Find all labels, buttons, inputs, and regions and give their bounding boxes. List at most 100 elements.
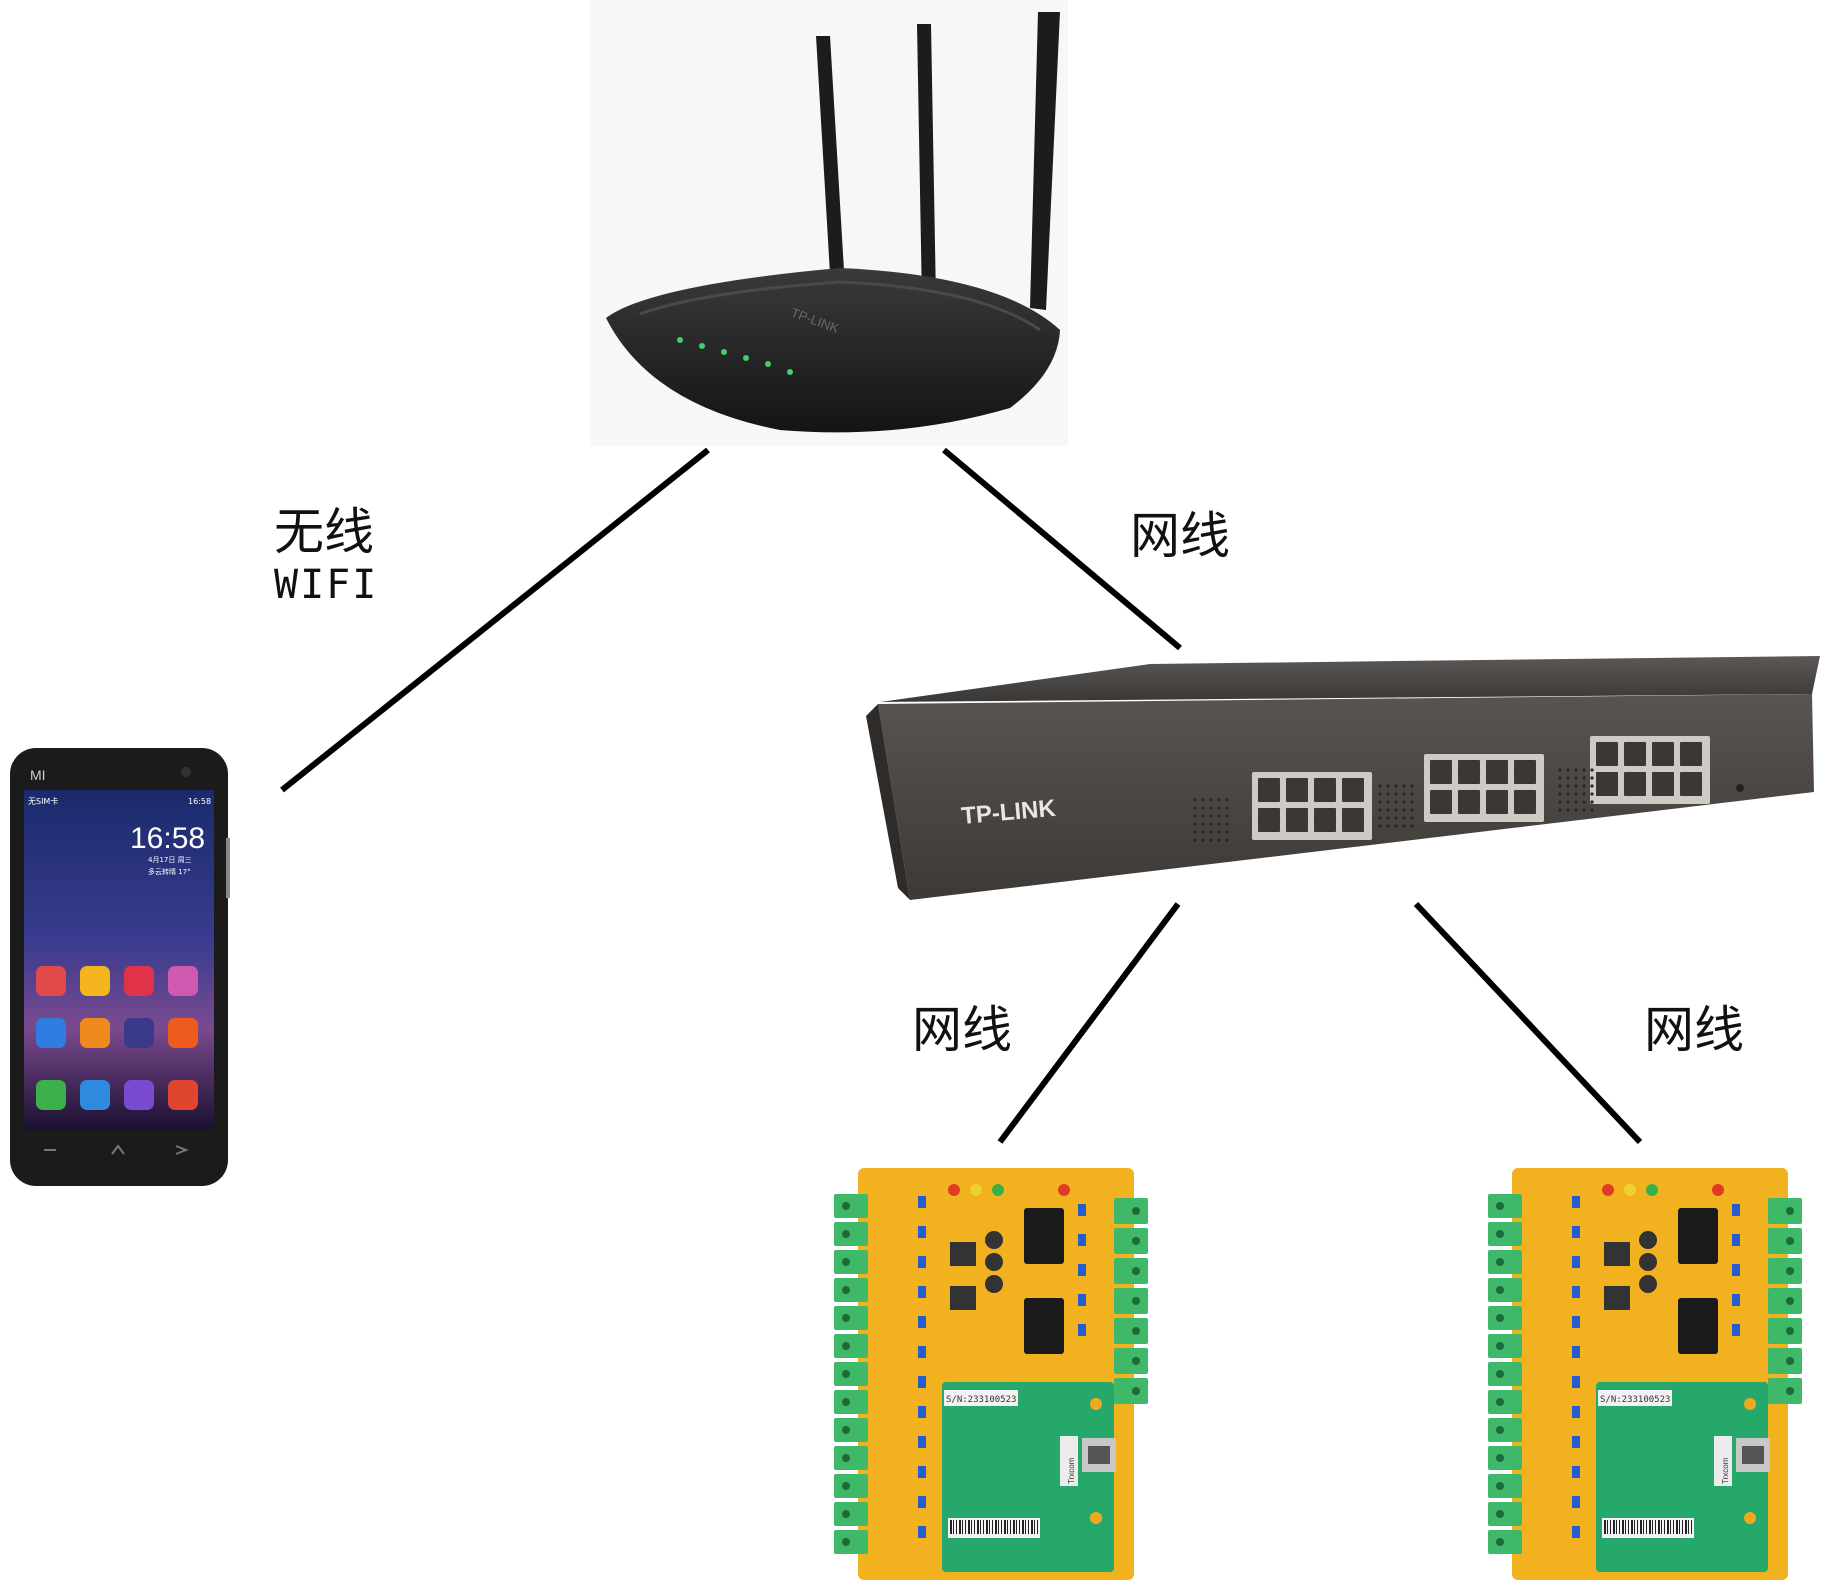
barcode-bar: [977, 1520, 979, 1534]
component: [1572, 1226, 1580, 1238]
barcode-bar: [959, 1520, 961, 1534]
barcode-bar: [1025, 1520, 1026, 1534]
vent-hole: [1590, 792, 1594, 796]
router-antenna-middle: [917, 24, 936, 302]
ethernet-jack-opening: [1088, 1446, 1110, 1464]
ethernet-port: [1514, 790, 1536, 814]
vent-hole: [1590, 776, 1594, 780]
vent-hole: [1386, 824, 1390, 828]
vent-hole: [1402, 800, 1406, 804]
component: [918, 1406, 926, 1418]
terminal-block: [1488, 1306, 1522, 1330]
barcode-bar: [1664, 1520, 1665, 1534]
vent-hole: [1217, 830, 1221, 834]
terminal-block: [1488, 1362, 1522, 1386]
terminal-block: [1768, 1318, 1802, 1344]
serial-sticker: [1598, 1390, 1672, 1406]
wireless-router: TP-LINK: [590, 0, 1068, 446]
component: [1572, 1346, 1580, 1358]
terminal-screw: [1496, 1286, 1504, 1294]
phone-status-time: 16:58: [188, 797, 211, 806]
ethernet-port: [1258, 808, 1280, 832]
vent-hole: [1378, 792, 1382, 796]
regulator: [1604, 1242, 1630, 1266]
terminal-screw: [842, 1202, 850, 1210]
vent-hole: [1217, 814, 1221, 818]
app-icon: [124, 1080, 154, 1110]
terminal-block: [1488, 1418, 1522, 1442]
terminal-screw: [1786, 1207, 1794, 1215]
vent-hole: [1386, 784, 1390, 788]
barcode-bar: [1676, 1520, 1678, 1534]
component: [1732, 1294, 1740, 1306]
component: [1572, 1196, 1580, 1208]
terminal-block: [834, 1250, 868, 1274]
ethernet-port: [1624, 742, 1646, 766]
ethernet-port: [1652, 772, 1674, 796]
component: [918, 1256, 926, 1268]
relay: [1678, 1298, 1718, 1354]
barcode-bar: [1010, 1520, 1011, 1534]
wifi-label-line2: WIFI: [274, 561, 379, 608]
vent-hole: [1225, 814, 1229, 818]
terminal-block: [1488, 1334, 1522, 1358]
vent-hole: [1402, 792, 1406, 796]
component: [1572, 1286, 1580, 1298]
vent-hole: [1558, 808, 1562, 812]
ethernet-port: [1458, 790, 1480, 814]
component: [918, 1346, 926, 1358]
vent-hole: [1386, 800, 1390, 804]
vent-hole: [1378, 816, 1382, 820]
barcode-bar: [1640, 1520, 1642, 1534]
regulator: [1604, 1286, 1630, 1310]
barcode-bar: [1622, 1520, 1624, 1534]
barcode-bar: [1631, 1520, 1633, 1534]
vent-hole: [1225, 806, 1229, 810]
terminal-screw: [1786, 1387, 1794, 1395]
component: [1732, 1264, 1740, 1276]
barcode-bar: [974, 1520, 975, 1534]
regulator: [950, 1242, 976, 1266]
router-antenna-right: [1030, 12, 1060, 310]
terminal-block: [1768, 1288, 1802, 1314]
vent-hole: [1378, 800, 1382, 804]
terminal-block: [1114, 1288, 1148, 1314]
vent-hole: [1566, 808, 1570, 812]
status-led: [1646, 1184, 1658, 1196]
barcode-bar: [1646, 1520, 1647, 1534]
capacitor: [1639, 1231, 1657, 1249]
vent-hole: [1410, 784, 1414, 788]
terminal-block: [1114, 1228, 1148, 1254]
phone-weather: 多云转晴 17°: [148, 867, 191, 876]
vent-hole: [1590, 784, 1594, 788]
barcode-bar: [1628, 1520, 1629, 1534]
connection-lines: [280, 447, 1643, 1145]
barcode-sticker: [948, 1518, 1040, 1538]
relay: [1678, 1208, 1718, 1264]
vent-hole: [1410, 824, 1414, 828]
app-icon: [168, 1018, 198, 1048]
vent-hole: [1402, 816, 1406, 820]
vent-hole: [1394, 784, 1398, 788]
vent-hole: [1209, 822, 1213, 826]
barcode-bar: [1682, 1520, 1683, 1534]
status-led: [948, 1184, 960, 1196]
component: [1078, 1264, 1086, 1276]
terminal-block: [834, 1306, 868, 1330]
terminal-screw: [1132, 1207, 1140, 1215]
status-led: [1624, 1184, 1636, 1196]
vent-hole: [1574, 800, 1578, 804]
barcode-bar: [1688, 1520, 1689, 1534]
ethernet-port: [1286, 808, 1308, 832]
barcode-bar: [971, 1520, 972, 1534]
terminal-screw: [842, 1538, 850, 1546]
vent-hole: [1225, 798, 1229, 802]
component: [918, 1376, 926, 1388]
terminal-screw: [1496, 1258, 1504, 1266]
component: [1572, 1406, 1580, 1418]
ethernet-port: [1342, 778, 1364, 802]
barcode-bar: [986, 1520, 988, 1534]
vent-hole: [1582, 800, 1586, 804]
terminal-screw: [1496, 1398, 1504, 1406]
